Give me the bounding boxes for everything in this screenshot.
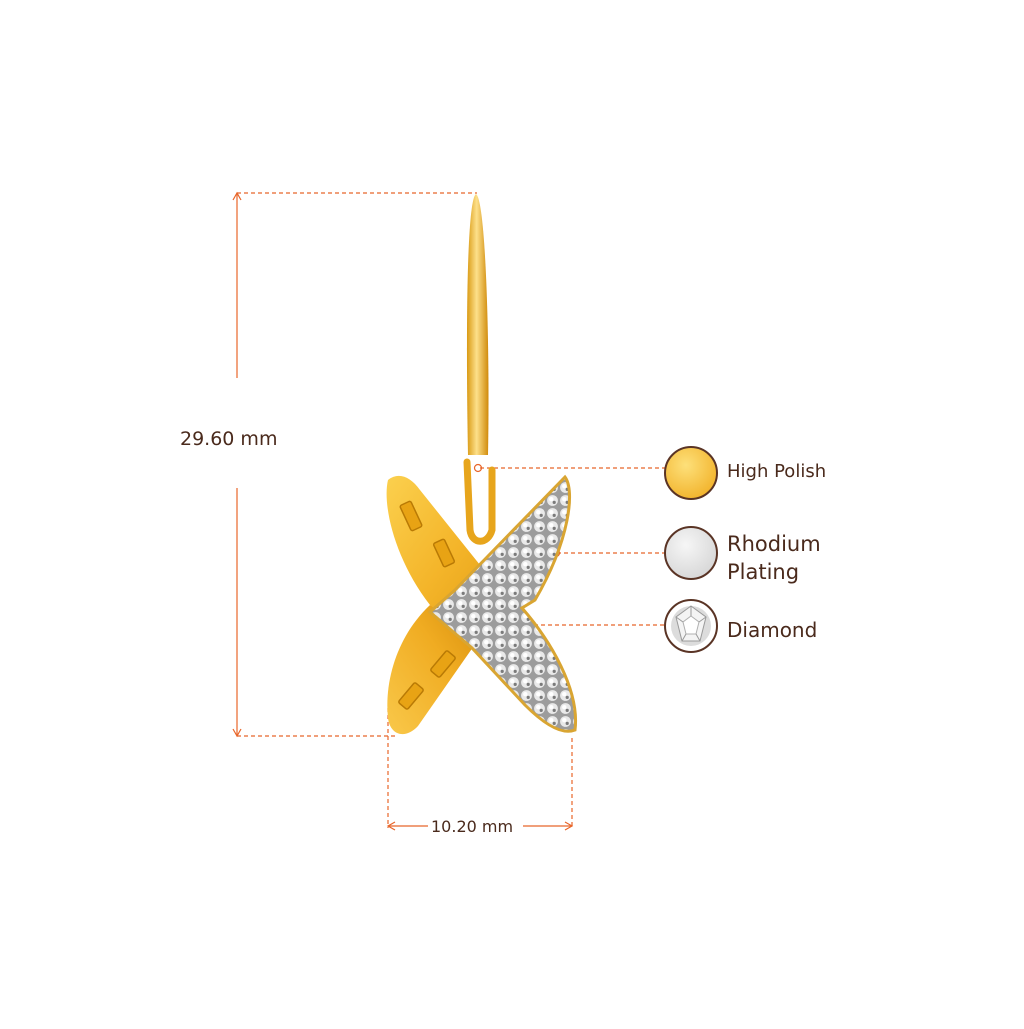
height-arrow-top [232,191,242,201]
legend-label-rhodium-plating: Rhodium Plating [727,530,821,586]
pave-wing [427,474,578,733]
width-dimension-label: 10.20 mm [431,817,514,836]
dimension-lines [232,191,665,831]
legend-label-high-polish: High Polish [727,461,826,482]
gold-swatch-icon [664,446,718,500]
rhodium-swatch-icon [664,526,718,580]
baguette-settings [398,500,456,710]
width-arrow-right [564,821,574,831]
jump-ring [463,458,496,545]
width-arrow-left [386,821,396,831]
height-dimension-label: 29.60 mm [180,428,278,450]
legend-label-line: High Polish [727,461,827,482]
legend-swatches [664,446,718,653]
leader-dot-high-polish [473,463,483,473]
legend-label-diamond: Diamond [727,618,817,642]
legend-label-line: Plating [727,560,800,584]
diamond-swatch-icon [664,599,718,653]
hook-wire [466,194,489,455]
legend-label-line: Rhodium [727,532,821,556]
earring [386,194,578,735]
legend-label-line: Diamond [727,618,818,642]
height-arrow-bottom [232,728,242,738]
